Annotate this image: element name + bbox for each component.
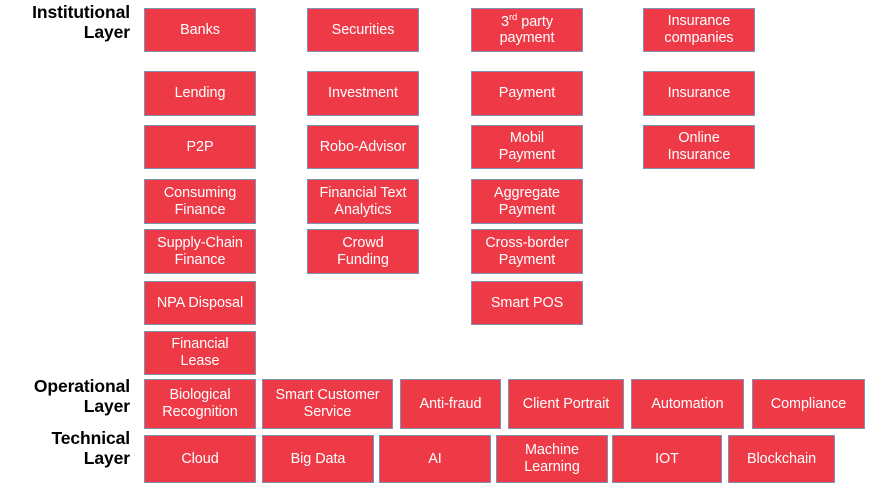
node-banks[interactable]: Banks — [144, 8, 256, 52]
node-label: Consuming Finance — [163, 184, 237, 218]
node-compliance[interactable]: Compliance — [752, 379, 865, 429]
node-label: Robo-Advisor — [319, 138, 407, 155]
node-blockchain[interactable]: Blockchain — [728, 435, 835, 483]
node-label: Financial Text Analytics — [319, 184, 407, 218]
operational-layer-label: Operational Layer — [33, 376, 130, 417]
node-smart-pos[interactable]: Smart POS — [471, 281, 583, 325]
node-label: Insurance — [667, 85, 731, 101]
node-consuming-finance[interactable]: Consuming Finance — [144, 179, 256, 224]
node-npa-disposal[interactable]: NPA Disposal — [144, 281, 256, 325]
node-financial-lease[interactable]: Financial Lease — [144, 331, 256, 375]
node-label: Supply-Chain Finance — [157, 234, 243, 268]
node-label: Lending — [174, 85, 226, 101]
node-insurance-companies[interactable]: Insurance companies — [643, 8, 755, 52]
node-p2p[interactable]: P2P — [144, 125, 256, 169]
node-label: Mobil Payment — [498, 130, 556, 163]
node-mobil-payment[interactable]: Mobil Payment — [471, 125, 583, 169]
node-aggregate-payment[interactable]: Aggregate Payment — [471, 179, 583, 224]
node-automation[interactable]: Automation — [631, 379, 744, 429]
node-3rd-party-payment[interactable]: 3rd party payment — [471, 8, 583, 52]
node-big-data[interactable]: Big Data — [262, 435, 374, 483]
node-label: Cross-border Payment — [485, 234, 569, 268]
node-financial-text-analytics[interactable]: Financial Text Analytics — [307, 179, 419, 224]
node-label: Blockchain — [746, 450, 817, 467]
node-smart-customer-service[interactable]: Smart Customer Service — [262, 379, 393, 429]
node-securities[interactable]: Securities — [307, 8, 419, 52]
node-label: Compliance — [770, 395, 847, 412]
node-supply-chain-finance[interactable]: Supply-Chain Finance — [144, 229, 256, 274]
node-lending[interactable]: Lending — [144, 71, 256, 116]
node-label: Smart Customer Service — [275, 387, 380, 420]
node-iot[interactable]: IOT — [612, 435, 722, 483]
node-machine-learning[interactable]: Machine Learning — [496, 435, 608, 483]
node-label: P2P — [186, 138, 214, 155]
node-label: Aggregate Payment — [494, 184, 560, 218]
node-label: Anti-fraud — [419, 395, 482, 412]
node-crowd-funding[interactable]: Crowd Funding — [307, 229, 419, 274]
node-label: NPA Disposal — [156, 294, 244, 311]
ordinal-superscript: rd — [508, 11, 518, 23]
node-label: Banks — [180, 21, 220, 38]
node-label: Automation — [651, 395, 724, 412]
node-label: Machine Learning — [524, 442, 580, 475]
node-ai[interactable]: AI — [379, 435, 491, 483]
node-biological-recognition[interactable]: Biological Recognition — [144, 379, 256, 429]
node-online-insurance[interactable]: Online Insurance — [643, 125, 755, 169]
node-label: Client Portrait — [522, 395, 610, 412]
node-robo-advisor[interactable]: Robo-Advisor — [307, 125, 419, 169]
node-label: Biological Recognition — [162, 387, 238, 420]
node-label: Financial Lease — [171, 336, 229, 369]
node-cloud[interactable]: Cloud — [144, 435, 256, 483]
node-investment[interactable]: Investment — [307, 71, 419, 116]
node-label: Securities — [331, 21, 395, 38]
node-cross-border-payment[interactable]: Cross-border Payment — [471, 229, 583, 274]
node-label: Online Insurance — [667, 130, 731, 163]
node-label: Insurance companies — [664, 13, 734, 46]
node-label: Payment — [498, 85, 556, 101]
node-client-portrait[interactable]: Client Portrait — [508, 379, 624, 429]
node-label: Smart POS — [490, 294, 564, 311]
node-anti-fraud[interactable]: Anti-fraud — [400, 379, 501, 429]
node-label: Big Data — [290, 450, 346, 467]
node-label: Crowd Funding — [337, 234, 389, 268]
node-payment[interactable]: Payment — [471, 71, 583, 116]
node-label: Investment — [328, 85, 398, 101]
technical-layer-label: Technical Layer — [51, 428, 130, 469]
node-insurance[interactable]: Insurance — [643, 71, 755, 116]
node-label: IOT — [655, 450, 679, 467]
node-label: Cloud — [181, 450, 219, 467]
institutional-layer-label: Institutional Layer — [32, 2, 130, 43]
node-label: 3rd party payment — [499, 11, 555, 47]
node-label: AI — [428, 450, 442, 467]
